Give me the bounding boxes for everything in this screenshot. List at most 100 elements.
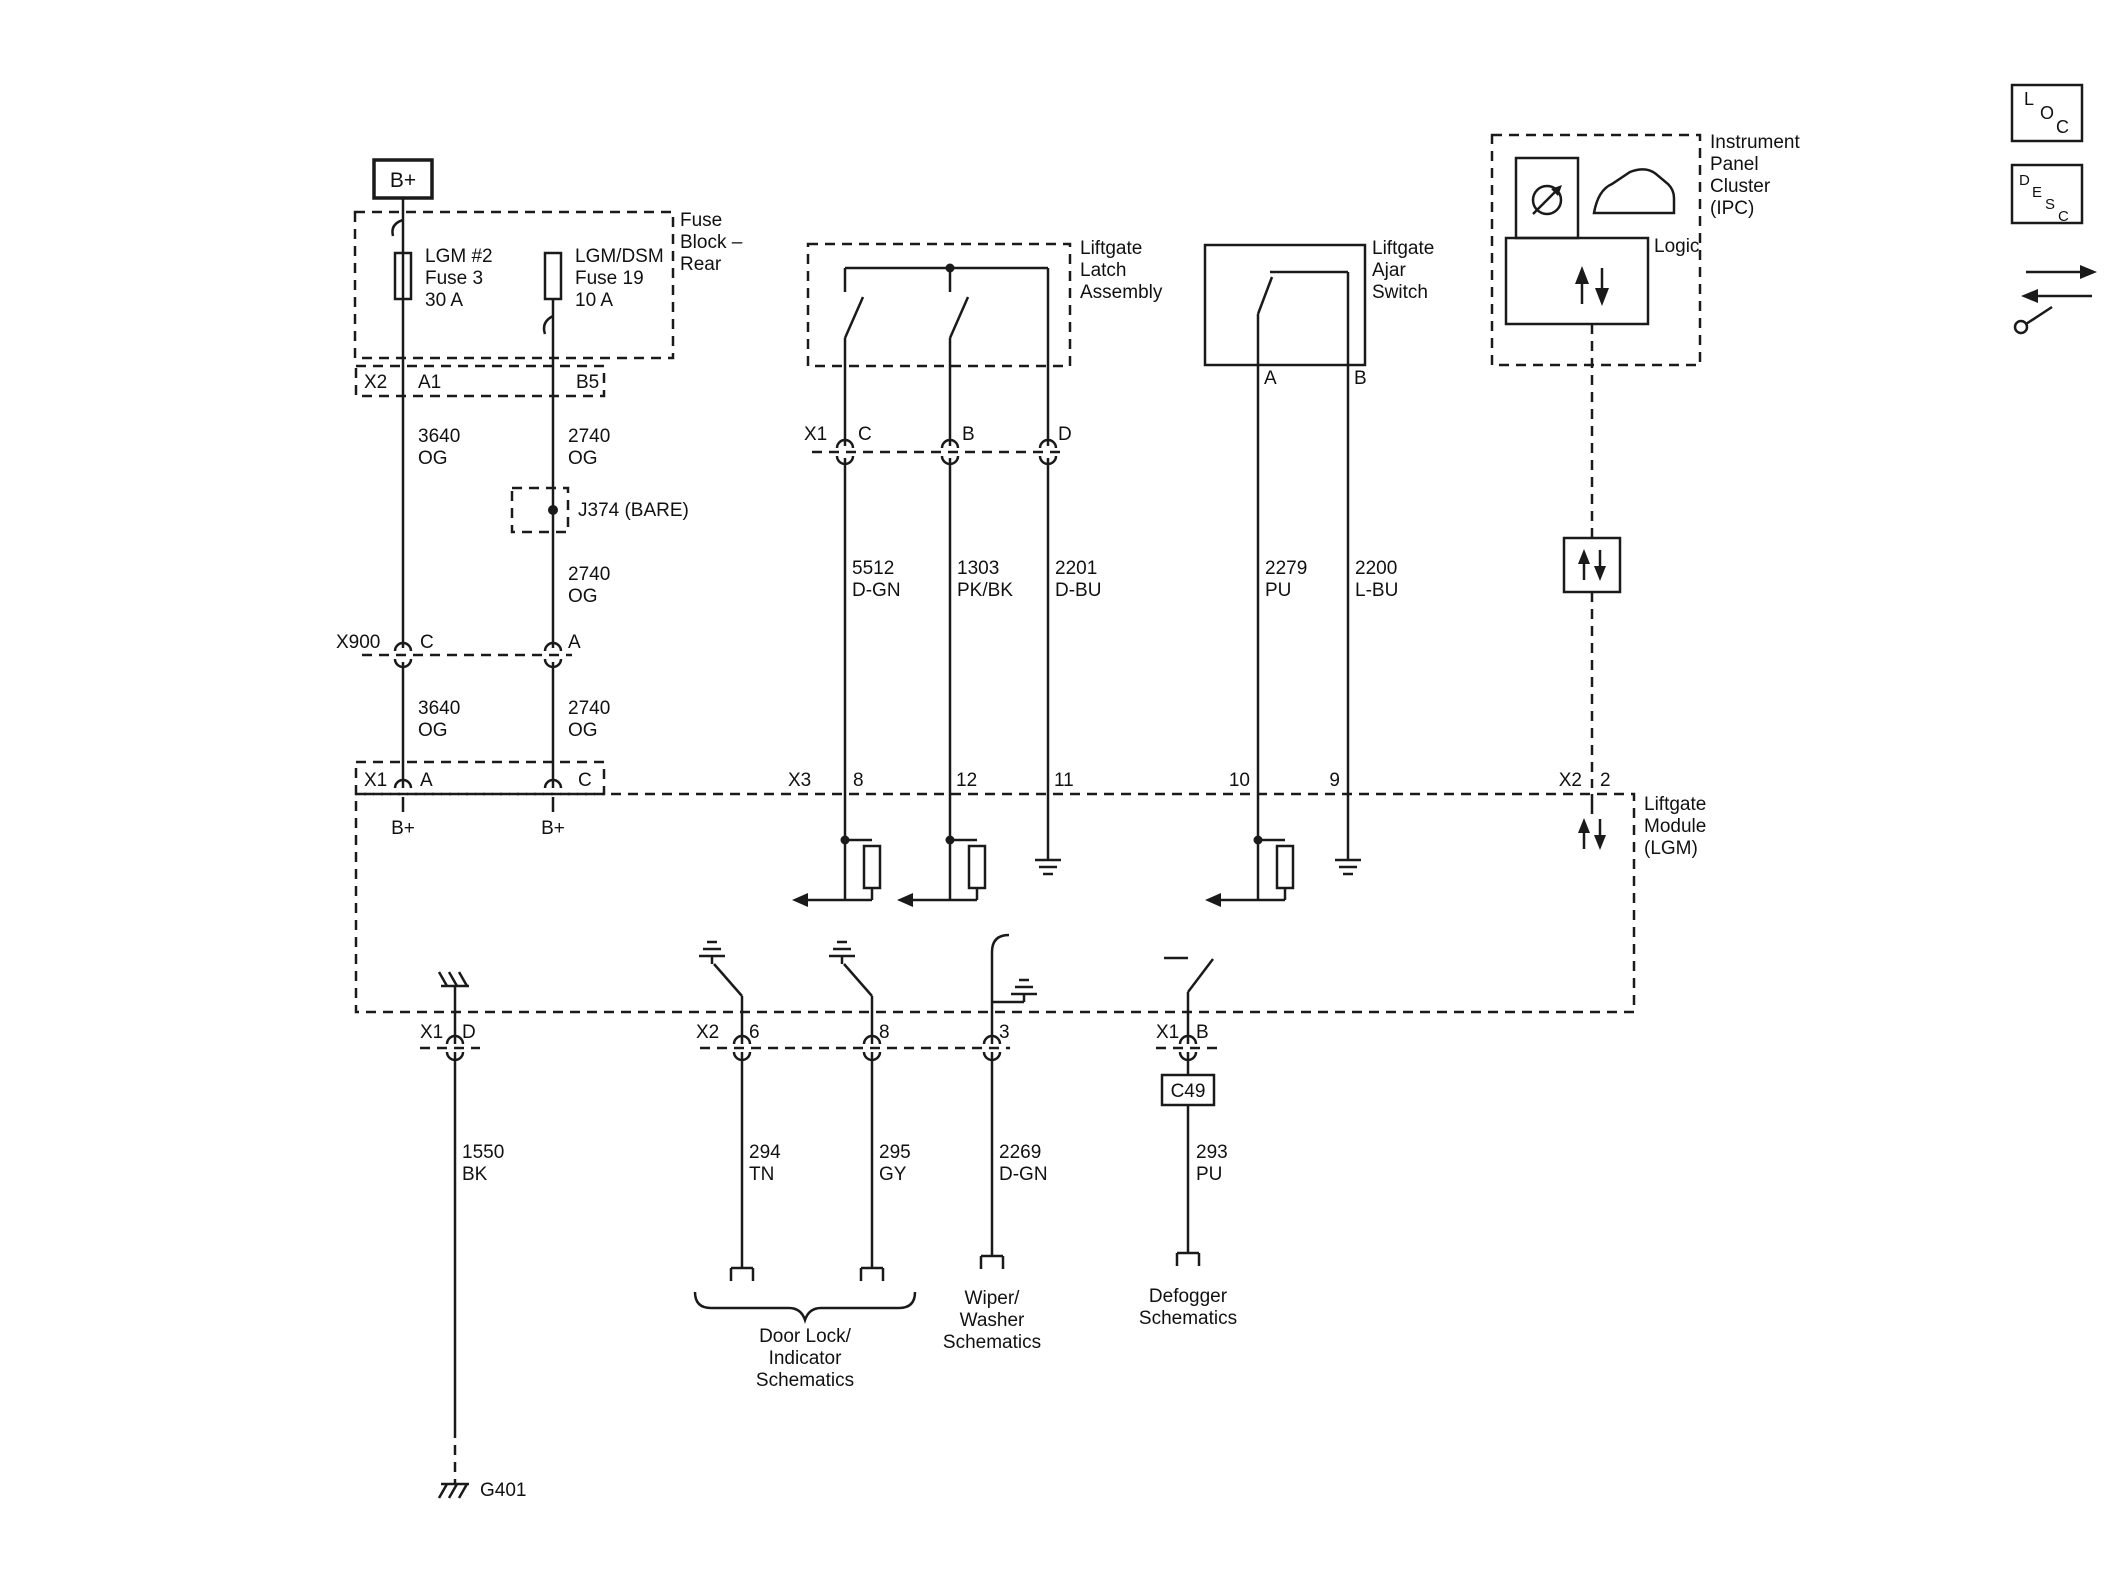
fuse-symbol: [543, 251, 563, 301]
ipc-label: Panel: [1710, 154, 1759, 175]
wire-label: PU: [1265, 580, 1291, 601]
splice-j374: J374 (BARE): [510, 486, 689, 534]
desc-letter: E: [2032, 184, 2042, 201]
chassis-ground-icon: [437, 971, 469, 1044]
wire-label: 2201: [1055, 558, 1097, 579]
ajar-wires: [1256, 365, 1350, 900]
ajar-switch-symbol: [1256, 270, 1350, 365]
destination-label: Schematics: [756, 1370, 854, 1391]
liftgate-module: Liftgate Module (LGM): [354, 792, 1706, 1044]
wire-label: BK: [462, 1164, 488, 1185]
pin-label: A: [1264, 368, 1277, 389]
pin-label: A: [568, 632, 581, 653]
bottom-connector-rows: X1 D X2 6 8 3 X1 B: [420, 1022, 1222, 1062]
legend-desc: D E S C: [2010, 163, 2084, 225]
wire-label: OG: [568, 586, 598, 607]
updown-arrows-icon: [1575, 266, 1609, 306]
g401-ground-icon: [437, 1482, 469, 1499]
ipc-label: Cluster: [1710, 176, 1771, 197]
connector-name: X2: [364, 372, 387, 393]
pin-label: 8: [879, 1022, 890, 1043]
wire-label: GY: [879, 1164, 907, 1185]
wire-label: 3640: [418, 426, 460, 447]
bottom-branches: X1 D X2 6 8 3 X1 B G401 1550 BK 294 TN 2…: [420, 1022, 1237, 1501]
latch-label: Assembly: [1080, 282, 1163, 303]
fuse-block-rear-box: [353, 210, 675, 360]
connector-x1-row: X1 A C: [354, 760, 606, 796]
wire-label: 2269: [999, 1142, 1041, 1163]
wire-label: 295: [879, 1142, 911, 1163]
destination-label: Indicator: [769, 1348, 843, 1369]
instrument-panel-cluster: Logic Instrument Panel Cluster (IPC) X2 …: [1490, 132, 1800, 791]
latch-internal-wiring: [843, 266, 1050, 366]
ipc-label: Instrument: [1710, 132, 1800, 153]
connector-x1-latch-row: X1 C B D: [804, 424, 1072, 466]
wire-label: 1303: [957, 558, 999, 579]
resistor-icon: [1275, 844, 1295, 890]
wire-label: OG: [568, 448, 598, 469]
wire-label: 2740: [568, 698, 610, 719]
ground-icon: [829, 940, 855, 964]
module-label: Module: [1644, 816, 1706, 837]
module-label: (LGM): [1644, 838, 1698, 859]
pin-label: C: [420, 632, 434, 653]
fuse-block-label: Fuse: [680, 210, 722, 231]
splice-box: [510, 486, 570, 534]
destination-label: Door Lock/: [759, 1326, 852, 1347]
terminal-pair-icon: [393, 641, 563, 669]
wire-label: D-GN: [852, 580, 901, 601]
latch-wires: [843, 366, 1050, 900]
connector-name: X1: [804, 424, 827, 445]
fuse-block-label: Block –: [680, 232, 743, 253]
continuation-arrow-icon: [897, 893, 913, 907]
pin-label: 9: [1329, 770, 1340, 791]
pin-label: C: [858, 424, 872, 445]
continuation-arrow-icon: [792, 893, 808, 907]
loc-letter: O: [2040, 103, 2054, 123]
inline-arrows-box: [1562, 536, 1622, 594]
destination-label: Schematics: [1139, 1308, 1237, 1329]
destination-label: Wiper/: [965, 1288, 1021, 1309]
wire-label: 3640: [418, 698, 460, 719]
liftgate-latch-assembly: Liftgate Latch Assembly X1 C B D 5512 D-…: [788, 238, 1163, 900]
wire-label: PK/BK: [957, 580, 1013, 601]
wire-label: 293: [1196, 1142, 1228, 1163]
fuse-right-label: LGM/DSM: [575, 246, 664, 267]
bottom-wires: [740, 1052, 994, 1268]
ajar-label: Ajar: [1372, 260, 1406, 281]
switch-blade: [843, 296, 970, 339]
wire-label: 2200: [1355, 558, 1397, 579]
resistor-icon: [862, 844, 882, 890]
liftgate-car-icon: [1592, 168, 1676, 215]
wire-end-terminal-icon: [729, 1254, 1005, 1281]
destination-label: Washer: [960, 1310, 1025, 1331]
telltale-box: [1514, 156, 1580, 240]
loc-letter: C: [2056, 117, 2069, 137]
terminal-icon: [393, 778, 563, 789]
switch-to-ground: [843, 963, 874, 1044]
connector-name: X1: [420, 1022, 443, 1043]
connector-name: X1: [1156, 1022, 1179, 1043]
desc-letter: C: [2058, 208, 2069, 225]
updown-arrows-icon: [1578, 818, 1606, 850]
wire-label: D-BU: [1055, 580, 1101, 601]
pin-label: 12: [956, 770, 977, 791]
wire-label: L-BU: [1355, 580, 1398, 601]
destination-label: Schematics: [943, 1332, 1041, 1353]
desc-box: [2010, 163, 2084, 225]
pin-label: B: [962, 424, 975, 445]
pin-label: 6: [749, 1022, 760, 1043]
c49-connector-box: [1160, 1073, 1216, 1107]
module-internals: [437, 794, 1606, 1044]
wire-label: D-GN: [999, 1164, 1048, 1185]
wire-label: 1550: [462, 1142, 504, 1163]
loc-box: [2010, 83, 2084, 143]
connector-box: [354, 760, 606, 796]
wire-label: OG: [418, 720, 448, 741]
resistor-icon: [967, 844, 987, 890]
terminal-hook-icon: [542, 314, 554, 335]
terminal-hook-icon: [391, 218, 404, 237]
wire-label: 5512: [852, 558, 894, 579]
